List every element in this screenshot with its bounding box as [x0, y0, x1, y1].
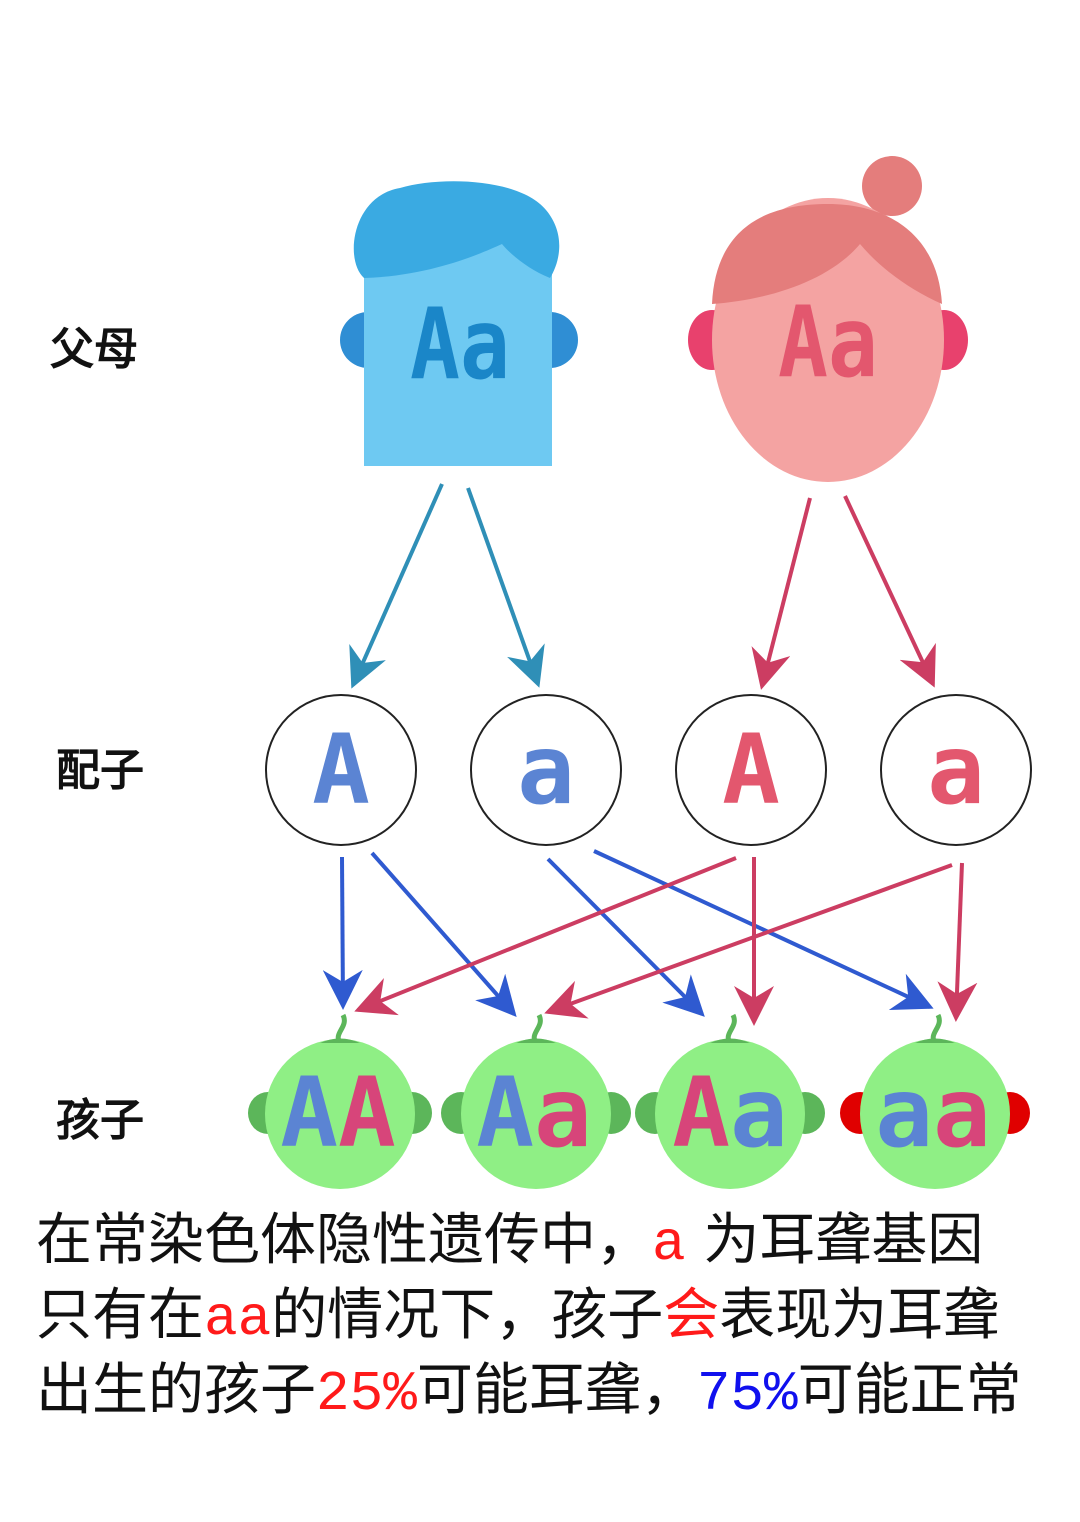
caption-emphasis: 会	[663, 1283, 720, 1348]
father-figure: Aa	[340, 181, 578, 466]
child-allele-from-mother: a	[534, 1057, 592, 1169]
child-allele-from-father: A	[476, 1057, 534, 1169]
caption-line-1: 在常染色体隐性遗传中，a 为耳聋基因	[36, 1205, 1066, 1280]
gamete-allele: a	[517, 714, 575, 826]
gamete-allele: A	[722, 714, 780, 826]
label-children: 孩子	[56, 1095, 144, 1146]
gamete-mother-a: a	[880, 694, 1032, 846]
caption-text: 只有在	[36, 1283, 204, 1348]
child-head	[655, 1039, 805, 1189]
label-gametes: 配子	[56, 745, 144, 796]
arrow-gamete-ma-to-child-4	[937, 862, 978, 1022]
gamete-circle	[880, 694, 1032, 846]
mother-figure: Aa	[688, 156, 968, 482]
father-genotype: Aa	[410, 288, 510, 402]
caption-text: 出生的孩子	[36, 1358, 316, 1423]
child-genotype: Aa	[672, 1057, 788, 1169]
arrow-father-to-gamete-a	[466, 487, 545, 688]
caption-text: 在常染色体隐性遗传中，	[36, 1208, 652, 1273]
child-allele-from-mother: a	[933, 1057, 991, 1169]
child-allele-from-father: a	[730, 1057, 788, 1169]
child-aa: aa	[840, 1013, 1030, 1189]
child-genotype: aa	[875, 1057, 991, 1169]
mother-bun	[862, 156, 922, 216]
child-cap	[516, 1038, 556, 1043]
arrow-gamete-a-to-child-4	[593, 849, 934, 1010]
caption-text: 可能正常	[797, 1358, 1022, 1423]
child-genotype: AA	[280, 1057, 396, 1169]
child-head	[461, 1039, 611, 1189]
child-allele-from-mother: A	[672, 1057, 730, 1169]
child-Aa-2: Aa	[635, 1013, 825, 1189]
parent-gamete-arrows	[349, 483, 936, 690]
child-genotype: Aa	[476, 1057, 592, 1169]
gamete-row: A a A a	[265, 694, 1032, 846]
caption-text: 的情况下，孩子	[271, 1283, 664, 1348]
gamete-circle	[470, 694, 622, 846]
caption-line-2: 只有在aa的情况下，孩子会表现为耳聋	[36, 1280, 1066, 1355]
arrow-gamete-mA-to-child-1	[354, 856, 737, 1016]
arrow-gamete-ma-to-child-2	[544, 863, 953, 1019]
caption-percent-deaf: 25%	[316, 1362, 417, 1426]
gamete-allele: a	[927, 714, 985, 826]
gamete-child-arrows	[322, 849, 978, 1026]
caption-percent-normal: 75%	[696, 1362, 798, 1426]
children-row: AA Aa Aa	[248, 1013, 1030, 1189]
label-parents: 父母	[50, 324, 138, 375]
caption-text: 表现为耳聋	[719, 1283, 1000, 1348]
caption-genotype-aa: aa	[204, 1287, 272, 1351]
child-allele-from-mother: A	[338, 1057, 396, 1169]
caption-gene: a	[652, 1212, 686, 1276]
arrow-gamete-A-to-child-2	[370, 851, 517, 1017]
caption-line-3: 出生的孩子25%可能耳聋，75%可能正常	[36, 1355, 1066, 1430]
child-allele-from-father: a	[875, 1057, 933, 1169]
arrow-gamete-a-to-child-3	[546, 857, 705, 1017]
father-face	[364, 240, 552, 466]
child-cap	[915, 1038, 955, 1043]
arrow-father-to-gamete-A	[349, 483, 444, 689]
caption-text: 为耳聋基因	[685, 1208, 984, 1273]
child-head	[265, 1039, 415, 1189]
arrow-gamete-A-to-child-1	[322, 856, 363, 1010]
caption-text: 可能耳聋，	[416, 1358, 697, 1423]
gamete-father-a: a	[470, 694, 622, 846]
gamete-allele: A	[312, 714, 370, 826]
child-cap	[320, 1038, 360, 1043]
child-allele-from-father: A	[280, 1057, 338, 1169]
gamete-circle	[675, 694, 827, 846]
child-head	[860, 1039, 1010, 1189]
child-cap	[710, 1038, 750, 1043]
mother-hair	[712, 204, 942, 304]
mother-genotype: Aa	[778, 286, 878, 400]
gamete-father-A: A	[265, 694, 417, 846]
arrow-mother-to-gamete-A	[751, 497, 812, 690]
caption: 在常染色体隐性遗传中，a 为耳聋基因 只有在aa的情况下，孩子会表现为耳聋 出生…	[36, 1205, 1066, 1430]
gamete-circle	[265, 694, 417, 846]
gamete-mother-A: A	[675, 694, 827, 846]
father-hair	[353, 181, 560, 278]
child-Aa-1: Aa	[441, 1013, 631, 1189]
child-AA: AA	[248, 1013, 432, 1189]
arrow-mother-to-gamete-a	[843, 495, 936, 688]
